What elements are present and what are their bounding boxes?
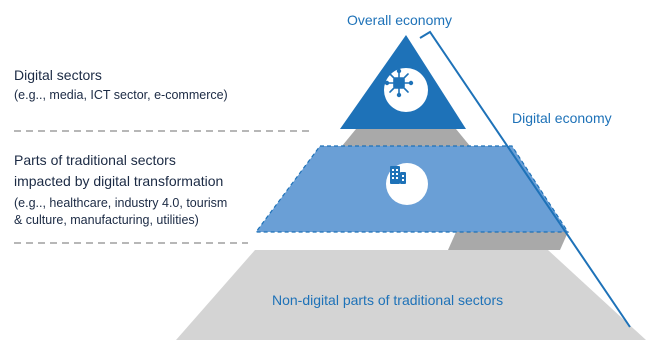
digital-economy-label: Digital economy — [512, 110, 612, 126]
digital-sectors-title: Digital sectors — [14, 67, 102, 83]
traditional-sectors-examples-line1: (e.g.., healthcare, industry 4.0, touris… — [14, 196, 228, 210]
pyramid-side-upper — [342, 129, 470, 146]
traditional-sectors-line1: Parts of traditional sectors — [14, 152, 176, 168]
traditional-sectors-icon-wrap — [386, 163, 428, 205]
pyramid-side-lower — [448, 232, 568, 250]
overall-economy-bracket — [419, 30, 631, 328]
digital-sectors-icon-wrap — [384, 68, 428, 112]
overall-economy-label: Overall economy — [347, 12, 453, 28]
building-icon — [390, 166, 406, 184]
digital-sectors-examples: (e.g.., media, ICT sector, e-commerce) — [14, 88, 228, 102]
non-digital-label: Non-digital parts of traditional sectors — [272, 292, 504, 308]
traditional-sectors-line2: impacted by digital transformation — [14, 173, 224, 189]
non-digital-layer — [176, 250, 646, 340]
network-chip-icon — [384, 68, 414, 98]
traditional-sectors-examples-line2: & culture, manufacturing, utilities) — [14, 213, 199, 227]
